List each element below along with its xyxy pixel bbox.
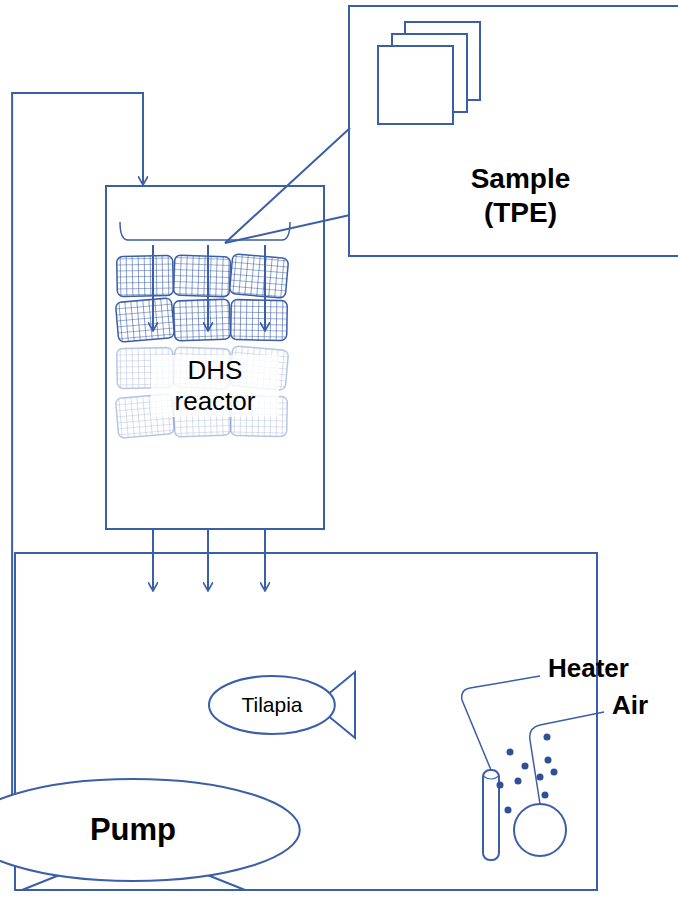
node-label: DHS reactor — [151, 355, 279, 417]
air-bubbles — [497, 734, 558, 814]
sponge-cube — [115, 298, 174, 343]
sample-sheets — [378, 22, 480, 124]
flow-arrows — [153, 245, 265, 590]
pump-ellipse — [0, 779, 300, 881]
callout-box: Sample (TPE) — [348, 5, 678, 257]
reactor-box: DHS reactor — [105, 185, 325, 530]
sponge-cube — [117, 256, 174, 297]
node-label: Pump — [90, 811, 176, 848]
fish-body: Tilapia — [208, 675, 336, 735]
air-stone — [514, 712, 604, 856]
pump-ellipse: Pump — [0, 778, 301, 882]
fish-tank — [15, 553, 597, 890]
sponge-cube — [229, 254, 288, 299]
sponge-cube — [173, 299, 230, 341]
part-label: Air — [612, 690, 648, 721]
fish-body — [209, 676, 335, 734]
distributor-tray — [120, 222, 290, 240]
sponge-cube — [231, 300, 288, 341]
water-pipe — [12, 93, 143, 794]
part-label: Heater — [548, 653, 629, 684]
node-label: Sample (TPE) — [446, 162, 596, 229]
node-label: Tilapia — [241, 692, 302, 717]
sponge-media — [115, 254, 288, 439]
sponge-cube — [173, 255, 230, 297]
